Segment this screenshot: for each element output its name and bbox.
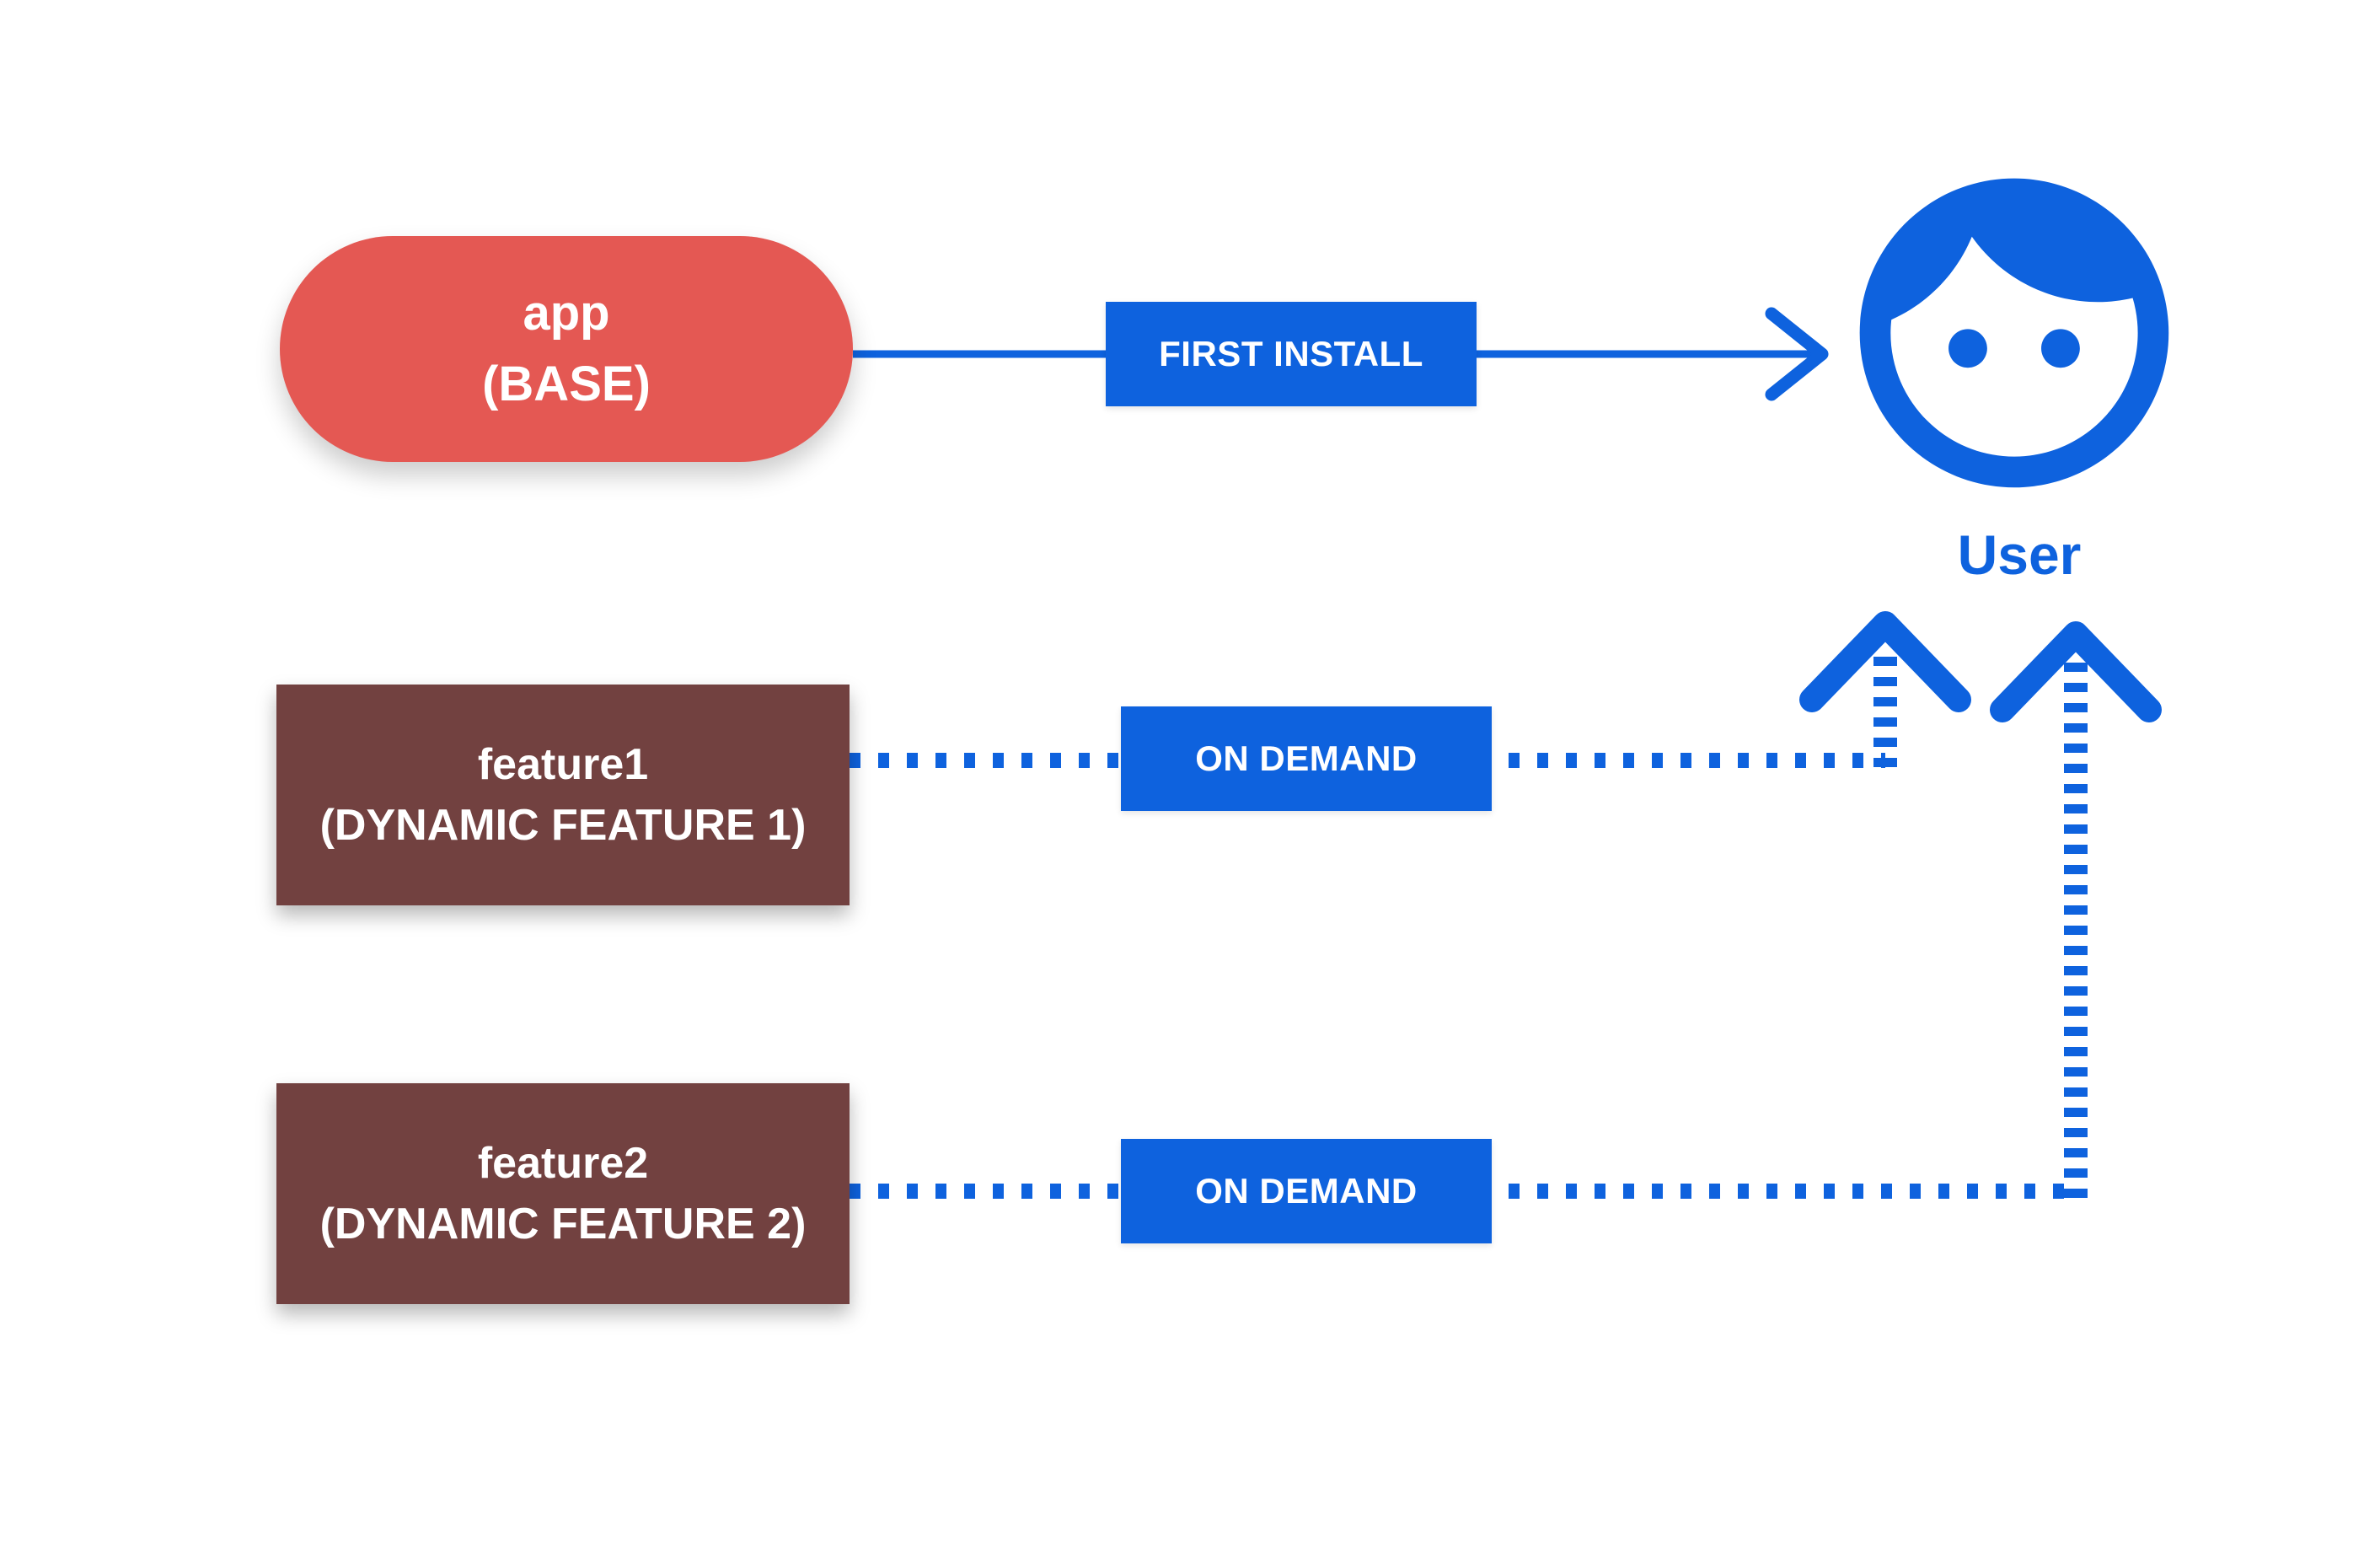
feature1-name: feature1 — [477, 740, 649, 789]
feature1-type: (DYNAMIC FEATURE 1) — [319, 801, 807, 850]
on-demand-1-label: ON DEMAND — [1121, 706, 1492, 811]
user-label: User — [1957, 524, 2082, 586]
arrow-up-icon — [1799, 611, 1971, 712]
app-base-type: (BASE) — [482, 357, 651, 411]
node-feature1: feature1 (DYNAMIC FEATURE 1) — [276, 685, 850, 905]
node-app-base: app (BASE) — [280, 236, 853, 462]
feature2-type: (DYNAMIC FEATURE 2) — [319, 1200, 807, 1248]
first-install-label: FIRST INSTALL — [1106, 302, 1477, 406]
face-icon-path — [1859, 178, 2169, 488]
user-face-icon — [1859, 178, 2169, 488]
app-base-name: app — [523, 286, 610, 341]
on-demand-2-label: ON DEMAND — [1121, 1139, 1492, 1243]
arrow-right-icon — [1765, 307, 1829, 401]
on-demand-2-arrow — [850, 621, 2162, 1199]
node-feature2: feature2 (DYNAMIC FEATURE 2) — [276, 1083, 850, 1304]
feature2-name: feature2 — [477, 1139, 649, 1188]
arrow-up-icon — [1990, 621, 2162, 722]
